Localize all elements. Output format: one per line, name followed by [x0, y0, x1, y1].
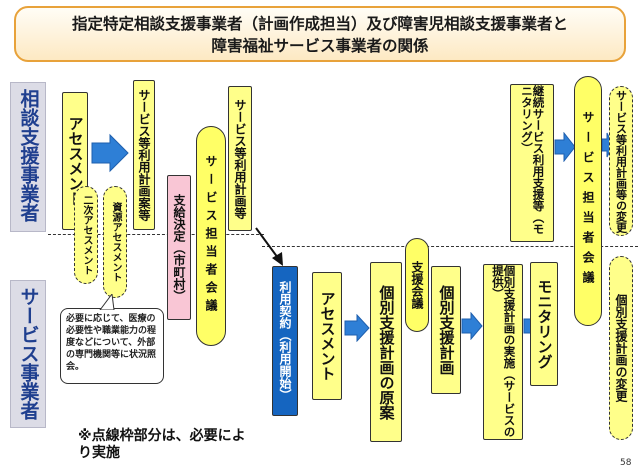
staff-meeting-box-1: サービス担当者会議	[196, 126, 226, 346]
arrow-assessment-to-draft-individual	[344, 314, 370, 342]
implementation-label: 個別支援計画の実施（サービスの提供）	[491, 265, 517, 438]
individual-plan-label: 個別支援計画	[437, 285, 456, 375]
final-plan-box: サービス等利用計画等	[228, 86, 252, 231]
assessment-lower-box: アセスメント	[312, 272, 342, 400]
arrow-shape	[344, 314, 370, 342]
row-label-consultation-text: 相談支援事業者	[17, 89, 40, 222]
note-pointer-shape	[99, 294, 115, 310]
individual-plan-box: 個別支援計画	[431, 266, 461, 394]
final-plan-label: サービス等利用計画等	[233, 98, 247, 219]
resource-assessment-box: 資源アセスメント	[103, 186, 127, 298]
arrow-head	[272, 252, 283, 266]
row-label-service-text: サービス事業者	[17, 287, 40, 420]
individual-draft-box: 個別支援計画の原案	[370, 262, 402, 442]
contract-label: 利用契約（利用開始）	[278, 281, 292, 401]
footnote: ※点線枠部分は、必要により実施	[78, 428, 248, 462]
separator-lower	[262, 246, 638, 247]
secondary-assessment-label: 二次アセスメント	[81, 195, 92, 275]
decision-box: 支給決定（市町村）	[167, 175, 191, 320]
arrow-shape	[554, 132, 576, 162]
footnote-text: ※点線枠部分は、必要により実施	[78, 428, 246, 461]
page-number: 58	[620, 458, 632, 468]
arrow-continued-to-meeting	[554, 132, 576, 162]
page-title: 指定特定相談支援事業者（計画作成担当）及び障害児相談支援事業者と 障害福祉サービ…	[14, 6, 626, 62]
row-label-service: サービス事業者	[10, 280, 46, 428]
title-line-1: 指定特定相談支援事業者（計画作成担当）及び障害児相談支援事業者と	[71, 15, 568, 33]
monitoring-lower-label: モニタリング	[535, 279, 554, 369]
contract-box: 利用契約（利用開始）	[272, 266, 298, 416]
support-meeting-label: 支援会議	[410, 261, 424, 309]
draft-plan-label: サービス等利用計画案等	[137, 89, 151, 221]
arrow-assessment-to-draft	[91, 133, 129, 173]
monitoring-lower-box: モニタリング	[530, 262, 558, 386]
arrow-plan-to-implementation	[461, 312, 483, 340]
note-pointer	[99, 294, 115, 310]
plan-change-upper-box: サービス等利用計画等の変更	[609, 86, 633, 236]
plan-change-lower-box: 個別支援計画の変更	[609, 256, 633, 440]
arrow-line	[255, 227, 279, 259]
staff-meeting-box-2: サービス担当者会議	[574, 76, 602, 326]
arrow-plan-to-contract	[255, 227, 283, 266]
plan-change-upper-label: サービス等利用計画等の変更	[614, 89, 628, 233]
arrow-shape	[461, 312, 483, 340]
title-line-2: 障害福祉サービス事業者の関係	[211, 37, 429, 55]
assessment-label: アセスメント	[66, 116, 85, 206]
row-label-consultation: 相談支援事業者	[10, 82, 46, 232]
continued-support-label: 継続サービス利用支援等（モニタリング）	[520, 85, 546, 235]
note-callout: 必要に応じて、医療の必要性や職業能力の程度などについて、外部の専門機関等に状況照…	[60, 308, 164, 384]
note-text: 必要に応じて、医療の必要性や職業能力の程度などについて、外部の専門機関等に状況照…	[66, 314, 157, 372]
support-meeting-box: 支援会議	[405, 238, 429, 332]
secondary-assessment-box: 二次アセスメント	[74, 186, 98, 284]
staff-meeting-label-2: サービス担当者会議	[581, 111, 595, 291]
arrow-shape	[91, 133, 129, 173]
resource-assessment-label: 資源アセスメント	[110, 202, 121, 282]
draft-plan-box: サービス等利用計画案等	[133, 80, 155, 230]
separator-upper	[48, 234, 264, 235]
decision-label: 支給決定（市町村）	[172, 193, 186, 302]
plan-change-lower-label: 個別支援計画の変更	[614, 294, 628, 402]
staff-meeting-label-1: サービス担当者会議	[204, 155, 218, 317]
continued-support-box: 継続サービス利用支援等（モニタリング）	[510, 84, 554, 242]
implementation-box: 個別支援計画の実施（サービスの提供）	[483, 264, 523, 440]
individual-draft-label: 個別支援計画の原案	[377, 284, 396, 420]
assessment-lower-label: アセスメント	[318, 291, 337, 381]
